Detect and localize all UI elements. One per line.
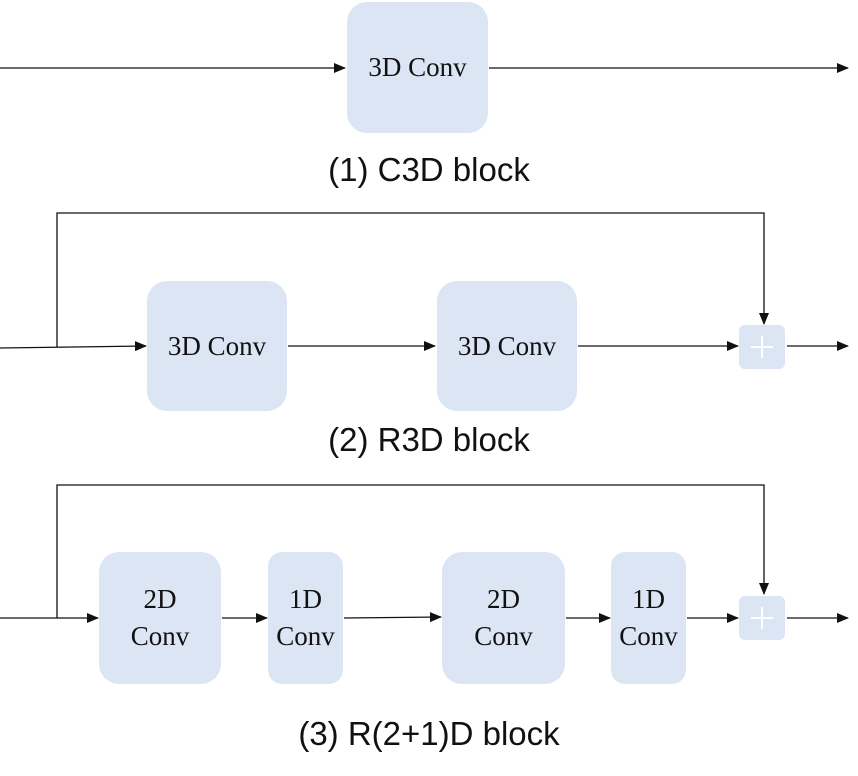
r21d-conv-label-1-line2: Conv <box>130 621 190 651</box>
r3d-caption: (2) R3D block <box>328 421 530 458</box>
r21d-conv-label-3-line2: Conv <box>474 621 533 651</box>
r21d-conv-label-4-line2: Conv <box>619 621 678 651</box>
r3d-conv-box-2: 3D Conv <box>437 281 577 411</box>
plus-icon <box>751 607 773 629</box>
r21d-skip-connection <box>56 484 769 618</box>
r21d-conv-label-4-line1: 1D <box>631 584 665 614</box>
r21d-conv-box-2: 1D Conv <box>268 552 343 684</box>
r21d-conv-label-2-line1: 1D <box>288 584 322 614</box>
r21d-conv-label-3-line1: 2D <box>486 584 520 614</box>
r21d-arrow-1d-2d <box>343 612 442 623</box>
r21d-caption: (3) R(2+1)D block <box>298 715 560 752</box>
c3d-caption: (1) C3D block <box>328 151 530 188</box>
r21d-conv-box-3: 2D Conv <box>442 552 565 684</box>
c3d-conv-label: 3D Conv <box>368 52 467 82</box>
r21d-conv-box-4: 1D Conv <box>611 552 686 684</box>
r21d-conv-label-1-line1: 2D <box>143 584 177 614</box>
r21d-conv-box-1: 2D Conv <box>99 552 221 684</box>
r21d-add-node <box>739 596 785 640</box>
r3d-skip-connection <box>56 212 769 347</box>
r3d-add-node <box>739 325 785 369</box>
r3d-conv-box-1: 3D Conv <box>147 281 287 411</box>
r3d-conv-label-2: 3D Conv <box>457 330 557 361</box>
r21d-conv-label-2-line2: Conv <box>276 621 335 651</box>
plus-icon <box>751 336 773 358</box>
r3d-input-arrow <box>0 341 147 352</box>
r3d-conv-label-1: 3D Conv <box>167 330 267 361</box>
c3d-conv-box: 3D Conv <box>347 2 488 133</box>
